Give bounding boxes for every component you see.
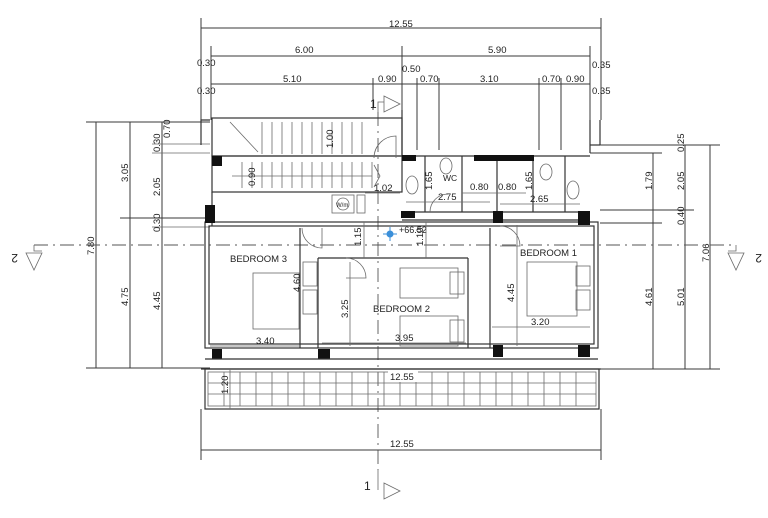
dim-edge-l1: 0.30 bbox=[197, 58, 216, 69]
dim-edge-l2: 0.30 bbox=[197, 86, 216, 97]
section-label-right: 2 bbox=[755, 251, 762, 265]
dim-070-left: 0.70 bbox=[162, 120, 173, 139]
dim-070b: 0.70 bbox=[542, 74, 561, 85]
svg-text:3.40: 3.40 bbox=[256, 336, 275, 347]
svg-text:1.65: 1.65 bbox=[424, 172, 435, 191]
bottom-dimensions: 12.55 bbox=[200, 409, 602, 460]
dim-stair-100: 1.00 bbox=[325, 130, 336, 149]
dim-050: 0.50 bbox=[402, 64, 421, 75]
svg-text:4.60: 4.60 bbox=[292, 274, 303, 293]
svg-text:1: 1 bbox=[370, 97, 377, 111]
right-dimensions: 0.25 2.05 0.40 5.01 1.79 4.61 7.06 bbox=[590, 134, 720, 370]
dim-590: 5.90 bbox=[488, 45, 507, 56]
dim-510: 5.10 bbox=[283, 74, 302, 85]
room-label-bedroom-2: BEDROOM 2 bbox=[373, 304, 430, 315]
dim-edge-r2: 0.35 bbox=[592, 86, 611, 97]
dim-600: 6.00 bbox=[295, 45, 314, 56]
level-value: +66.52 bbox=[399, 225, 427, 235]
dim-205-left: 2.05 bbox=[152, 178, 163, 197]
svg-text:1.65: 1.65 bbox=[524, 172, 535, 191]
dim-780: 7.80 bbox=[86, 237, 97, 256]
dim-030-left-b: 0.30 bbox=[152, 214, 163, 233]
dim-030-left-a: 0.30 bbox=[152, 134, 163, 153]
svg-text:1.10: 1.10 bbox=[415, 228, 426, 247]
doors bbox=[301, 135, 521, 279]
svg-text:0.80: 0.80 bbox=[470, 182, 489, 193]
toilet-icon bbox=[539, 163, 553, 181]
toilet-icon bbox=[439, 157, 453, 175]
dim-025: 0.25 bbox=[676, 134, 687, 153]
dim-edge-r1: 0.35 bbox=[592, 60, 611, 71]
dim-070a: 0.70 bbox=[420, 74, 439, 85]
dim-090b: 0.90 bbox=[566, 74, 585, 85]
dim-461: 4.61 bbox=[644, 288, 655, 307]
section-marker-1-bottom: 1 bbox=[364, 470, 401, 500]
dim-090a: 0.90 bbox=[378, 74, 397, 85]
interior-dimensions: 1.02 1.15 1.10 1.65 2.75 0.80 0.80 1.65 … bbox=[210, 172, 590, 347]
washing-machine: W/m bbox=[331, 194, 366, 214]
svg-text:2.65: 2.65 bbox=[530, 194, 549, 205]
dim-475: 4.75 bbox=[120, 288, 131, 307]
room-label-bedroom-1: BEDROOM 1 bbox=[520, 248, 577, 259]
svg-text:4.45: 4.45 bbox=[506, 284, 517, 303]
dim-310: 3.10 bbox=[480, 74, 499, 85]
section-marker-2: 2 2 bbox=[11, 244, 762, 271]
svg-text:0.80: 0.80 bbox=[498, 182, 517, 193]
left-dimensions: 7.80 3.05 4.75 0.70 0.30 2.05 0.30 4.45 bbox=[86, 120, 210, 369]
section-label-left: 2 bbox=[11, 251, 18, 265]
sanitary-fixtures bbox=[405, 157, 580, 200]
dim-stair-090: 0.90 bbox=[247, 168, 258, 187]
staircase: 1.00 0.90 bbox=[229, 121, 381, 188]
top-dimensions: 12.55 6.00 5.90 5.10 0.90 0.70 3.10 0.70… bbox=[197, 18, 611, 150]
svg-text:3.20: 3.20 bbox=[531, 317, 550, 328]
furniture-beds bbox=[252, 261, 591, 347]
dim-balcony-depth: 1.20 bbox=[220, 376, 231, 395]
dim-balcony-length: 12.55 bbox=[390, 372, 414, 383]
svg-text:1: 1 bbox=[364, 479, 371, 493]
dim-overall-top: 12.55 bbox=[389, 19, 413, 30]
dim-040: 0.40 bbox=[676, 207, 687, 226]
room-label-wc: WC bbox=[443, 173, 457, 183]
svg-text:3.25: 3.25 bbox=[340, 300, 351, 319]
dim-205-right: 2.05 bbox=[676, 172, 687, 191]
dim-179: 1.79 bbox=[644, 172, 655, 191]
svg-text:W/m: W/m bbox=[336, 203, 348, 209]
dim-445-left: 4.45 bbox=[152, 292, 163, 311]
svg-text:1.02: 1.02 bbox=[374, 183, 393, 194]
svg-text:3.95: 3.95 bbox=[395, 333, 414, 344]
balcony: 12.55 1.20 bbox=[201, 358, 601, 410]
level-marker: +66.52 bbox=[383, 225, 427, 241]
dim-501: 5.01 bbox=[676, 288, 687, 307]
dim-overall-bottom: 12.55 bbox=[390, 439, 414, 450]
svg-text:1.15: 1.15 bbox=[353, 228, 364, 247]
room-label-bedroom-3: BEDROOM 3 bbox=[230, 254, 287, 265]
structural-columns bbox=[205, 155, 590, 359]
svg-text:2.75: 2.75 bbox=[438, 192, 457, 203]
dim-706: 7.06 bbox=[701, 244, 712, 263]
dim-305: 3.05 bbox=[120, 164, 131, 183]
